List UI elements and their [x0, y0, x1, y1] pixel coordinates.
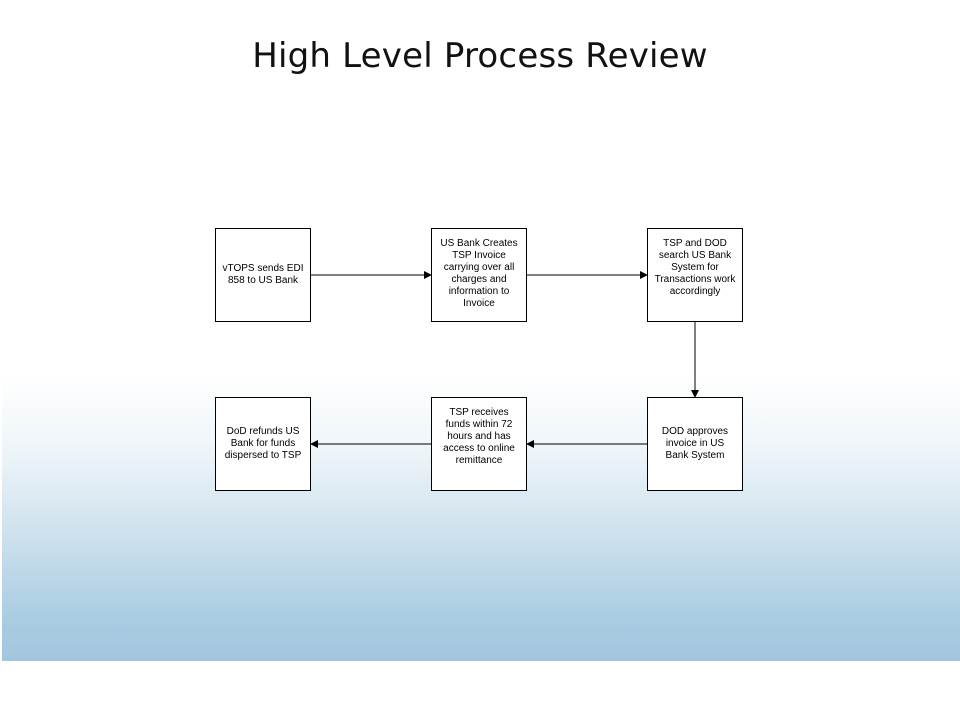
process-step-5: TSP receives funds within 72 hours and h… — [431, 397, 527, 491]
process-step-6: DoD refunds US Bank for funds dispersed … — [215, 397, 311, 491]
slide-background — [2, 0, 960, 661]
process-step-2: US Bank Creates TSP Invoice carrying ove… — [431, 228, 527, 322]
process-step-1: vTOPS sends EDI 858 to US Bank — [215, 228, 311, 322]
process-step-4: DOD approves invoice in US Bank System — [647, 397, 743, 491]
slide-title: High Level Process Review — [252, 36, 708, 76]
process-step-3: TSP and DOD search US Bank System for Tr… — [647, 228, 743, 322]
